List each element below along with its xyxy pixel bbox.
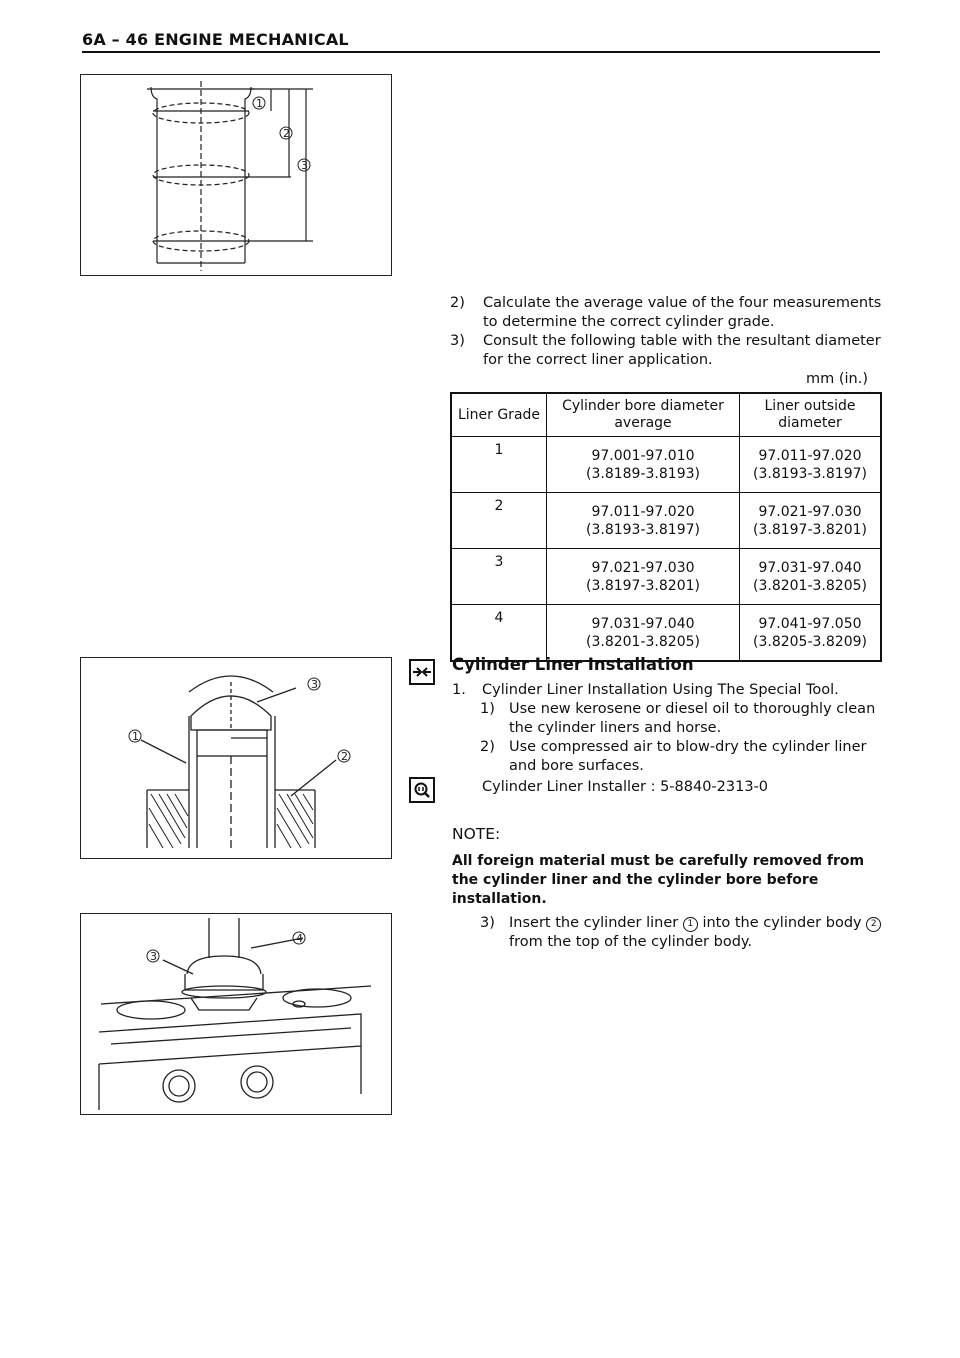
fig1-label-3: 3	[301, 159, 308, 172]
step-text: Use new kerosene or diesel oil to thorou…	[509, 701, 876, 736]
item-text: Cylinder Liner Installation Using The Sp…	[482, 682, 839, 698]
table-units: mm (in.)	[805, 371, 868, 387]
step-text: Consult the following table with the res…	[483, 333, 881, 368]
bore-cell: 97.011-97.020(3.8193-3.8197)	[546, 492, 740, 549]
grade-cell: 3	[451, 548, 547, 605]
col-header-liner: Liner outside diameter	[739, 393, 881, 437]
liner-cell: 97.031-97.040(3.8201-3.8205)	[739, 548, 881, 605]
step-num: 2)	[480, 739, 495, 755]
install-substep-2: 2) Use compressed air to blow-dry the cy…	[480, 738, 884, 776]
liner-grade-table: Liner Grade Cylinder bore diameter avera…	[450, 392, 882, 662]
note-title: NOTE:	[452, 825, 501, 843]
fig2-label-1: 1	[132, 730, 139, 743]
col-header-grade: Liner Grade	[451, 393, 547, 437]
table-row: 1 97.001-97.010(3.8189-3.8193) 97.011-97…	[451, 436, 881, 493]
ref-1-icon: 1	[682, 917, 698, 932]
fig1-label-1: 1	[256, 97, 263, 110]
install-substep-3: 3) Insert the cylinder liner 1 into the …	[480, 914, 884, 952]
item-num: 1.	[452, 682, 466, 698]
fig2-label-3: 3	[311, 678, 318, 691]
step-text: Insert the cylinder liner 1 into the cyl…	[509, 914, 884, 952]
liner-measurement-figure: 1 2 3	[80, 74, 392, 276]
bore-cell: 97.001-97.010(3.8189-3.8193)	[546, 436, 740, 493]
install-item-1: 1. Cylinder Liner Installation Using The…	[452, 681, 884, 700]
fig3-label-4: 4	[296, 932, 303, 945]
table-row: 3 97.021-97.030(3.8197-3.8201) 97.031-97…	[451, 548, 881, 605]
table-row: 4 97.031-97.040(3.8201-3.8205) 97.041-97…	[451, 604, 881, 661]
step-3-consult: 3) Consult the following table with the …	[450, 332, 882, 370]
section-heading: Cylinder Liner Installation	[452, 655, 694, 674]
bore-cell: 97.021-97.030(3.8197-3.8201)	[546, 548, 740, 605]
step-2-average: 2) Calculate the average value of the fo…	[450, 294, 882, 332]
header-title: 6A – 46 ENGINE MECHANICAL	[82, 30, 349, 49]
liner-cell: 97.011-97.020(3.8193-3.8197)	[739, 436, 881, 493]
liner-insert-figure: 4 3	[80, 913, 392, 1115]
step-num: 3)	[450, 333, 465, 349]
header-rule	[82, 51, 880, 53]
table-row: 2 97.011-97.020(3.8193-3.8197) 97.021-97…	[451, 492, 881, 549]
fig2-label-2: 2	[341, 750, 348, 763]
step-num: 1)	[480, 701, 495, 717]
ref-2-icon: 2	[866, 917, 882, 932]
step-num: 3)	[480, 915, 495, 931]
step-text: Use compressed air to blow-dry the cylin…	[509, 739, 867, 774]
grade-cell: 4	[494, 610, 504, 626]
liner-cell: 97.021-97.030(3.8197-3.8201)	[739, 492, 881, 549]
step-text: Calculate the average value of the four …	[483, 295, 882, 330]
table-header-row: Liner Grade Cylinder bore diameter avera…	[451, 393, 881, 437]
grade-cell: 1	[451, 436, 547, 493]
special-tool-icon	[409, 777, 435, 803]
liner-install-tool-figure: 3 1 2	[80, 657, 392, 859]
bore-cell: 97.031-97.040(3.8201-3.8205)	[546, 604, 740, 661]
liner-cell: 97.041-97.050(3.8205-3.8209)	[739, 604, 881, 661]
step-num: 2)	[450, 295, 465, 311]
fig3-label-3: 3	[150, 950, 157, 963]
note-body: All foreign material must be carefully r…	[452, 853, 865, 907]
grade-cell: 2	[451, 492, 547, 549]
install-arrows-icon	[409, 659, 435, 685]
special-tool-number: Cylinder Liner Installer : 5-8840-2313-0	[482, 779, 769, 795]
install-substep-1: 1) Use new kerosene or diesel oil to tho…	[480, 700, 884, 738]
fig1-label-2: 2	[283, 127, 290, 140]
col-header-bore: Cylinder bore diameter average	[546, 393, 740, 437]
